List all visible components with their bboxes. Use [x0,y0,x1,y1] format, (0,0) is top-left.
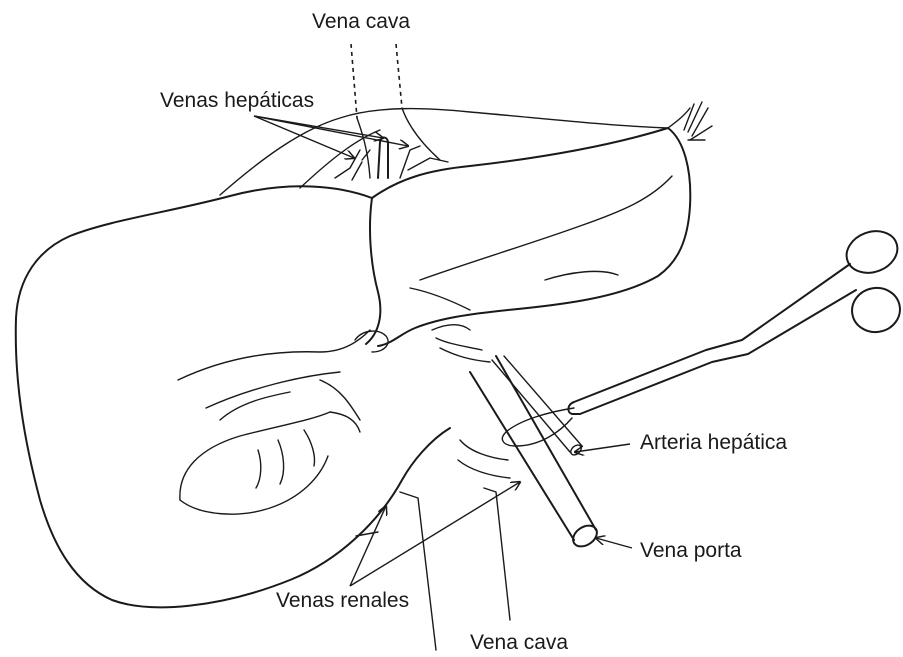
gallbladder [180,412,360,514]
label-venas-hepaticas: Venas hepáticas [160,89,314,112]
label-venas-renales: Venas renales [276,589,409,612]
hilum [178,325,470,420]
vena-porta-pointer [596,538,632,548]
label-vena-porta: Vena porta [640,539,742,562]
vena-cava-lower [356,440,510,650]
arteria-hepatica-pointer [575,444,630,452]
surface-line-1 [420,176,672,280]
venas-renales-pointers [350,482,520,586]
surface-line-3 [410,288,470,310]
surgical-clamp [502,224,903,446]
label-arteria-hepatica: Arteria hepática [640,431,787,454]
label-vena-cava-top: Vena cava [312,10,410,33]
lobe-fold [366,198,380,344]
label-vena-cava-bottom: Vena cava [470,631,568,654]
right-lobe-outline [372,128,690,346]
surface-line-2 [545,271,618,280]
hepatic-veins [335,138,448,181]
hepatic-artery [436,338,583,457]
portal-vein [470,356,601,551]
